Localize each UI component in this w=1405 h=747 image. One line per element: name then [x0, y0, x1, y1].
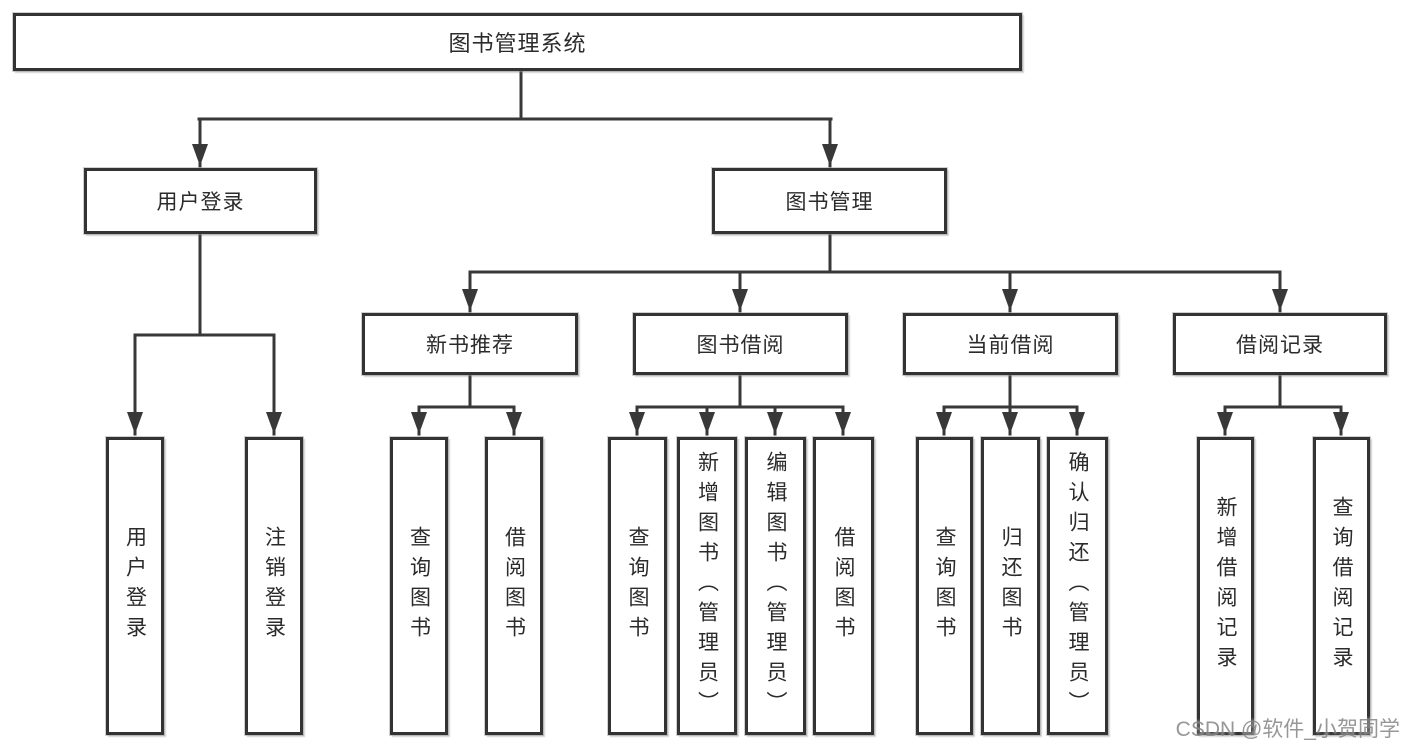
node-new-book-recommend: 新书推荐	[362, 313, 578, 375]
leaf-query-borrow-record-label: 查询借阅记录	[1330, 496, 1353, 676]
leaf-query-books-recommend: 查询图书	[390, 437, 448, 735]
node-root: 图书管理系统	[13, 13, 1022, 71]
leaf-confirm-return-admin-label: 确认归还（管理员）	[1066, 451, 1089, 721]
leaf-add-books-admin-label: 新增图书（管理员）	[695, 451, 719, 721]
leaf-query-books-borrowing-label: 查询图书	[626, 526, 649, 646]
watermark: CSDN @软件_小贺同学	[1175, 718, 1400, 741]
leaf-user-login-label: 用户登录	[123, 526, 147, 646]
leaf-query-books-current: 查询图书	[916, 437, 973, 735]
leaf-logout: 注销登录	[245, 437, 303, 735]
leaf-add-borrow-record: 新增借阅记录	[1197, 437, 1254, 735]
leaf-borrow-books-recommend: 借阅图书	[485, 437, 543, 735]
leaf-user-login: 用户登录	[106, 437, 164, 735]
node-user-login: 用户登录	[84, 168, 317, 234]
leaf-borrow-books-recommend-label: 借阅图书	[502, 526, 526, 646]
leaf-confirm-return-admin: 确认归还（管理员）	[1047, 437, 1108, 735]
node-book-management: 图书管理	[712, 168, 947, 234]
leaf-add-books-admin: 新增图书（管理员）	[677, 437, 737, 735]
leaf-query-books-borrowing: 查询图书	[608, 437, 667, 735]
leaf-add-borrow-record-label: 新增借阅记录	[1214, 496, 1237, 676]
leaf-query-books-current-label: 查询图书	[933, 526, 956, 646]
leaf-edit-books-admin: 编辑图书（管理员）	[745, 437, 806, 735]
leaf-borrow-books-borrowing-label: 借阅图书	[832, 526, 855, 646]
node-current-borrowing: 当前借阅	[903, 313, 1118, 375]
leaf-query-books-recommend-label: 查询图书	[407, 526, 431, 646]
leaf-return-books-label: 归还图书	[999, 526, 1022, 646]
leaf-borrow-books-borrowing: 借阅图书	[813, 437, 874, 735]
node-book-borrowing: 图书借阅	[633, 313, 848, 375]
node-borrowing-records: 借阅记录	[1173, 313, 1387, 375]
leaf-logout-label: 注销登录	[262, 526, 286, 646]
leaf-query-borrow-record: 查询借阅记录	[1313, 437, 1370, 735]
leaf-edit-books-admin-label: 编辑图书（管理员）	[764, 451, 787, 721]
leaf-return-books: 归还图书	[981, 437, 1040, 735]
